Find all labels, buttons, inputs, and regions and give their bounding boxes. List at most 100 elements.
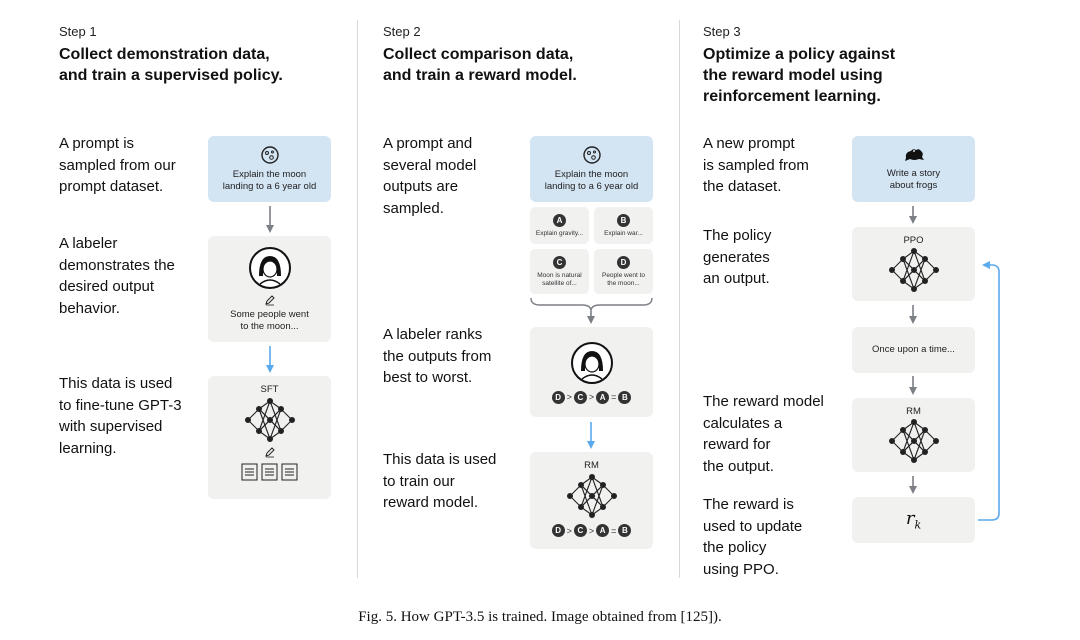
step3-title: Optimize a policy against the reward mod… bbox=[703, 44, 895, 107]
step2-title-line: Collect comparison data, bbox=[383, 46, 574, 63]
feedback-arrow bbox=[978, 261, 1000, 521]
prompt-text: Explain the moon landing to a 6 year old bbox=[223, 169, 316, 193]
reward-symbol: r bbox=[905, 508, 915, 530]
step2-label: Step 2 bbox=[383, 24, 421, 39]
prompt-line: Write a story bbox=[886, 168, 941, 179]
nn-edge bbox=[579, 484, 593, 516]
desc-line: the policy bbox=[703, 539, 767, 556]
desc-line: with supervised bbox=[59, 418, 163, 435]
nn-node bbox=[921, 449, 928, 455]
desc-line: A labeler bbox=[59, 235, 118, 252]
desc-line: reward model. bbox=[383, 494, 479, 511]
desc-line: the output. bbox=[703, 457, 774, 475]
rank-badge: B bbox=[618, 390, 632, 404]
nn-node bbox=[910, 457, 917, 463]
output-text: Moon is natural satellite of... bbox=[537, 272, 581, 288]
desc-line: reward for bbox=[703, 436, 771, 453]
nn-node bbox=[266, 436, 273, 442]
nn-node bbox=[577, 504, 584, 510]
nn-node bbox=[266, 398, 273, 404]
step1-sft-card: SFT bbox=[208, 376, 331, 499]
output-letter-badge: B bbox=[617, 213, 630, 227]
reward-value: rk bbox=[906, 508, 921, 532]
desc-line: The reward is bbox=[703, 496, 794, 513]
step3-desc-reward-model: The reward model calculates a reward for… bbox=[703, 391, 824, 477]
nn-edge bbox=[590, 476, 604, 508]
step3-desc-policy: The policy generates an output. bbox=[703, 225, 771, 290]
rank-badge: D bbox=[551, 390, 565, 404]
prompt-line: Explain the moon bbox=[232, 169, 307, 180]
desc-line: an output. bbox=[703, 270, 770, 287]
moon-icon bbox=[582, 146, 601, 164]
step2-desc-ranks: A labeler ranks the outputs from best to… bbox=[383, 324, 491, 389]
nn-edge bbox=[901, 250, 915, 282]
step2-ranking-card: D > C > A = B bbox=[530, 327, 653, 417]
nn-node bbox=[266, 417, 273, 423]
rank-badge: B bbox=[618, 524, 632, 537]
frog-icon bbox=[904, 149, 924, 161]
rank-operator: = bbox=[611, 525, 617, 536]
desc-line: The policy bbox=[703, 227, 772, 244]
nn-node bbox=[588, 474, 595, 480]
step3-title-line: Optimize a policy against bbox=[703, 46, 896, 63]
nn-edge bbox=[912, 429, 926, 461]
desc-line: generates bbox=[703, 248, 770, 266]
output-text: Once upon a time... bbox=[872, 344, 955, 355]
output-card-a: A Explain gravity... bbox=[530, 207, 589, 244]
rank-operator: > bbox=[566, 392, 572, 402]
nn-edge bbox=[901, 429, 915, 461]
neural-network-icon bbox=[888, 419, 939, 463]
desc-line: This data is used bbox=[59, 375, 173, 392]
output-line: Explain war... bbox=[604, 229, 643, 237]
nn-edge bbox=[590, 484, 604, 516]
sft-title: SFT bbox=[260, 384, 279, 395]
step1-label: Step 1 bbox=[59, 24, 97, 39]
rank-badge: D bbox=[551, 524, 565, 537]
desc-line: using PPO. bbox=[703, 560, 779, 578]
nn-node bbox=[277, 406, 284, 412]
desc-line: A prompt and bbox=[383, 135, 473, 152]
output-line: Moon is natural bbox=[537, 271, 582, 279]
desc-line: The reward model bbox=[703, 393, 824, 410]
nn-node bbox=[610, 493, 617, 499]
step3-label: Step 3 bbox=[703, 24, 741, 39]
desc-line: sampled. bbox=[383, 199, 444, 217]
prompt-line: about frogs bbox=[889, 180, 938, 191]
step1-title-line: and train a supervised policy. bbox=[59, 67, 283, 84]
nn-edge bbox=[257, 408, 271, 440]
output-text: Explain gravity... bbox=[536, 230, 583, 238]
rank-operator: > bbox=[566, 525, 572, 536]
nn-node bbox=[910, 267, 917, 273]
nn-node bbox=[599, 482, 606, 488]
desc-line: A prompt is bbox=[59, 135, 135, 152]
rank-operator: > bbox=[588, 525, 595, 536]
nn-node bbox=[588, 512, 595, 518]
step3-output-card: Once upon a time... bbox=[852, 327, 975, 373]
desc-line: calculates a bbox=[703, 414, 783, 432]
rank-badge: A bbox=[596, 390, 610, 404]
nn-node bbox=[921, 256, 928, 262]
rank-operator: > bbox=[588, 392, 595, 402]
labeler-avatar-icon bbox=[248, 246, 291, 289]
step3-desc-prompt: A new prompt is sampled from the dataset… bbox=[703, 133, 809, 198]
desc-line: several model bbox=[383, 156, 477, 174]
step1-demo-card: Some people went to the moon... bbox=[208, 236, 331, 342]
nn-node bbox=[566, 493, 573, 499]
step1-desc-prompt: A prompt is sampled from our prompt data… bbox=[59, 133, 176, 198]
neural-network-icon bbox=[244, 398, 295, 442]
nn-node bbox=[244, 417, 251, 423]
desc-line: sampled from our bbox=[59, 156, 176, 174]
output-line: satellite of... bbox=[542, 279, 577, 287]
output-letter-badge: C bbox=[553, 255, 566, 269]
demo-text: Some people went to the moon... bbox=[230, 309, 309, 333]
nn-node bbox=[588, 493, 595, 499]
figure-caption: Fig. 5. How GPT-3.5 is trained. Image ob… bbox=[358, 609, 722, 625]
desc-line: This data is used bbox=[383, 451, 497, 468]
output-letter-badge: A bbox=[553, 213, 566, 227]
nn-node bbox=[932, 438, 939, 444]
step2-prompt-card: Explain the moon landing to a 6 year old bbox=[530, 136, 653, 202]
nn-node bbox=[255, 428, 262, 434]
nn-edge bbox=[257, 400, 271, 432]
nn-node bbox=[888, 267, 895, 273]
